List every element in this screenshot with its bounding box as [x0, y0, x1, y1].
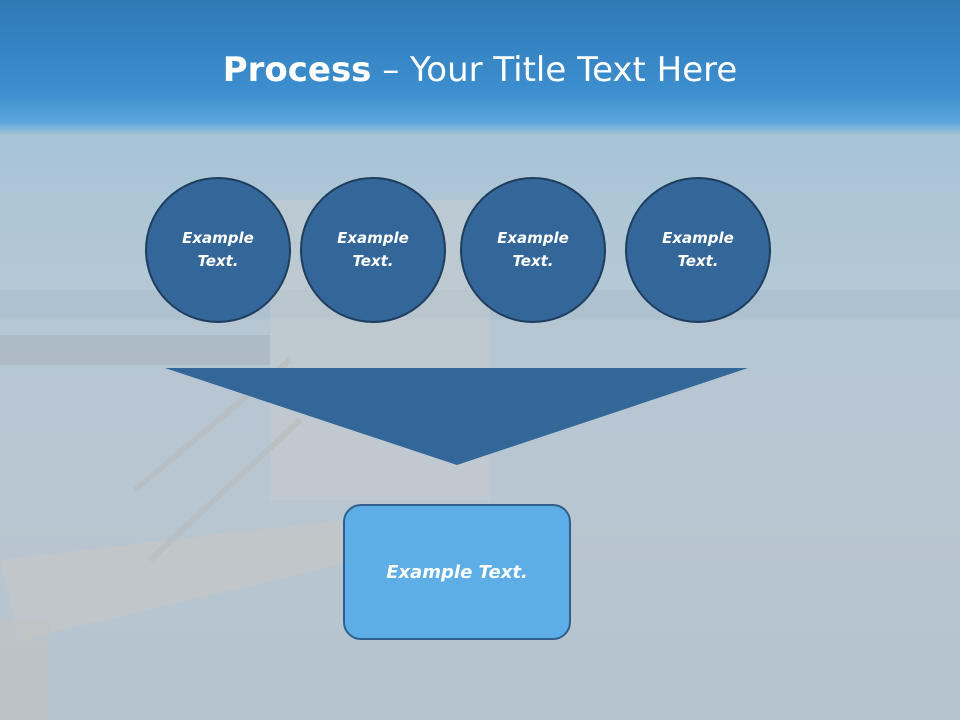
page-title: Process – Your Title Text Here: [0, 50, 960, 90]
title-bold: Process: [222, 50, 372, 90]
process-step-2-label: Example Text.: [337, 229, 409, 270]
process-step-3[interactable]: Example Text.: [460, 177, 606, 323]
process-step-1-label: Example Text.: [182, 229, 254, 270]
process-step-1[interactable]: Example Text.: [145, 177, 291, 323]
process-step-4-label: Example Text.: [662, 229, 734, 270]
result-box[interactable]: Example Text.: [343, 504, 571, 640]
title-bar: [0, 0, 960, 135]
process-step-2[interactable]: Example Text.: [300, 177, 446, 323]
result-box-label: Example Text.: [386, 561, 528, 583]
title-rest: – Your Title Text Here: [371, 50, 738, 90]
process-step-3-label: Example Text.: [497, 229, 569, 270]
process-step-4[interactable]: Example Text.: [625, 177, 771, 323]
funnel-arrow: [165, 368, 748, 465]
